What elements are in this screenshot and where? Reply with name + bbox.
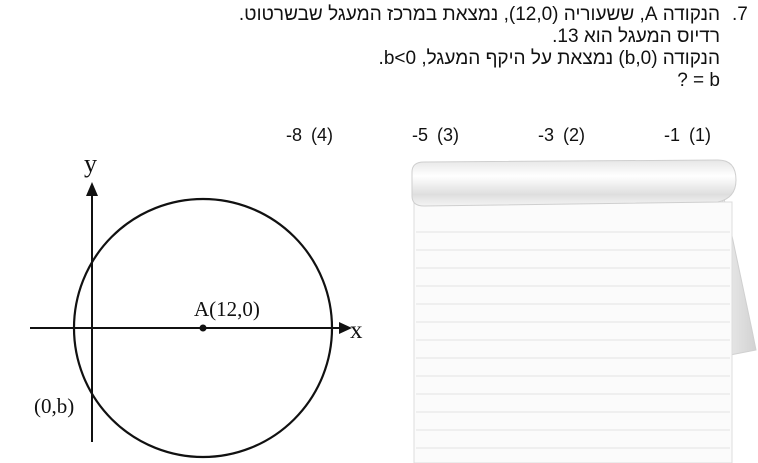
point-label: (0,b) <box>34 394 74 418</box>
y-axis-arrow <box>86 182 98 196</box>
center-label: A(12,0) <box>194 297 260 321</box>
x-axis-label: x <box>350 317 363 344</box>
option-4[interactable]: -8 (4) <box>286 125 333 146</box>
paper-roll <box>411 159 737 207</box>
option-2-number: (2) <box>563 125 586 145</box>
option-3-value: -5 <box>412 125 429 145</box>
paper-lines <box>416 231 730 449</box>
option-1-number: (1) <box>689 125 712 145</box>
option-1[interactable]: -1 (1) <box>664 125 711 146</box>
question-number: .7 <box>732 4 748 25</box>
option-3[interactable]: -5 (3) <box>412 125 459 146</box>
circle-diagram: y x A(12,0) (0,b) <box>30 149 363 459</box>
option-4-number: (4) <box>311 125 334 145</box>
option-3-number: (3) <box>437 125 460 145</box>
notepad-image <box>411 159 757 463</box>
option-1-value: -1 <box>664 125 681 145</box>
center-point <box>199 324 207 332</box>
paper-sheet <box>413 201 733 463</box>
question-line-1: הנקודה A, ששעוריה (12,0), נמצאת במרכז המ… <box>238 4 720 25</box>
question-line-2: רדיוס המעגל הוא 13. <box>552 26 720 47</box>
question-line-3: הנקודה (0,b) נמצאת על היקף המעגל, b<0. <box>378 48 720 69</box>
x-axis-arrow <box>339 322 352 334</box>
option-2[interactable]: -3 (2) <box>538 125 585 146</box>
y-axis-label: y <box>84 149 97 178</box>
option-4-value: -8 <box>286 125 303 145</box>
question-line-4: b = ? <box>677 70 720 91</box>
option-2-value: -3 <box>538 125 555 145</box>
